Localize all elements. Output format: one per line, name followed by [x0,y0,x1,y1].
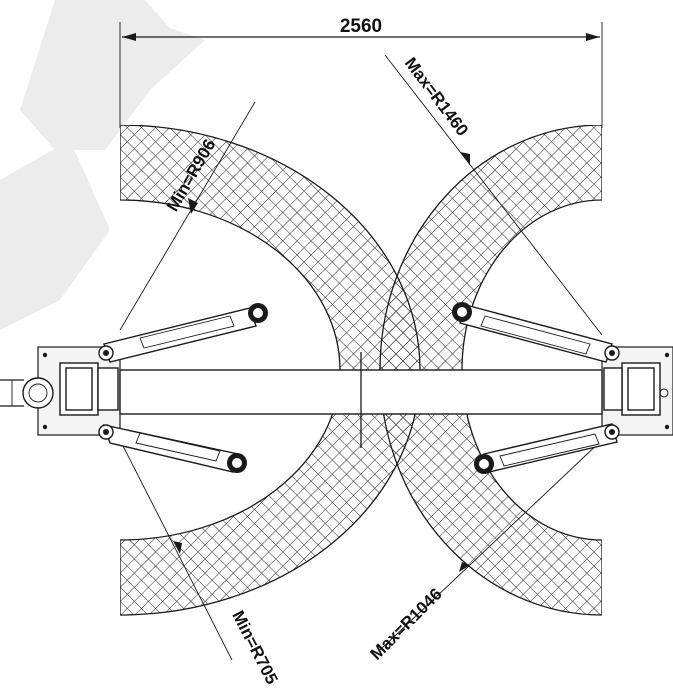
right-column-base [601,346,673,436]
arm-bottom-left [98,424,247,473]
min-radius-bottom-label: Min=R705 [228,608,281,688]
cross-beam [119,352,603,448]
radius-leaders [119,54,603,661]
max-radius-top-label: Max=R1460 [401,54,472,140]
overall-width-label: 2560 [340,16,382,37]
right-coverage-zone [379,125,602,616]
overall-width-dimension [119,22,603,128]
arm-top-left [98,303,268,363]
left-coverage-zone [120,125,421,616]
arm-bottom-right [474,423,620,474]
max-radius-bottom-label: Max=R1046 [366,584,445,663]
left-column-base [0,346,121,436]
arm-top-right [452,302,620,363]
